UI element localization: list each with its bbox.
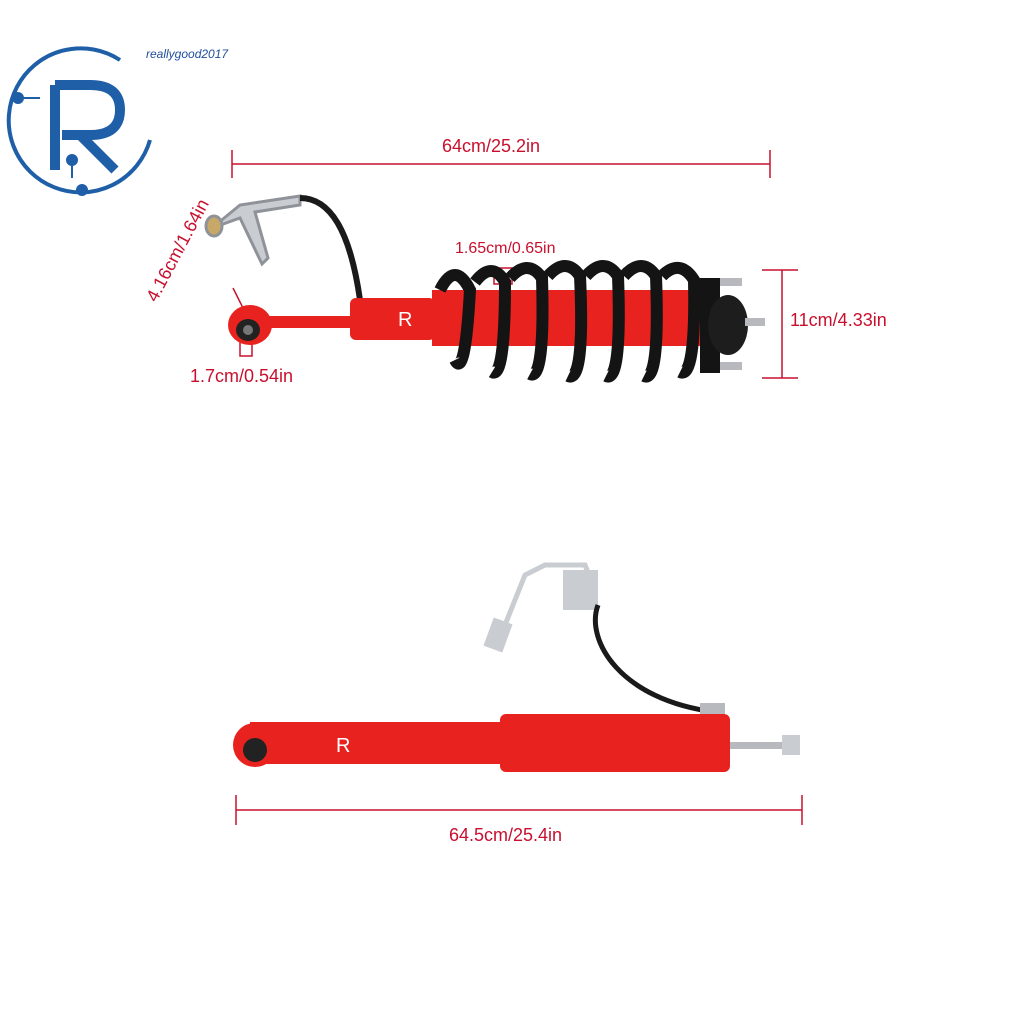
- front-overall-length-label: 64cm/25.2in: [442, 136, 541, 156]
- brand-logo: R: [6, 46, 152, 196]
- front-coil-gap-label: 1.65cm/0.65in: [455, 240, 556, 257]
- coil-spring: [434, 260, 701, 383]
- shock-badge: R: [336, 735, 350, 757]
- strut-badge: R: [398, 309, 412, 331]
- rear-overall-length-label: 64.5cm/25.4in: [449, 825, 563, 845]
- front-bushing-width-label: 1.7cm/0.54in: [190, 366, 294, 386]
- front-diameter-label: 11cm/4.33in: [790, 310, 887, 330]
- seller-username: reallygood2017: [146, 47, 229, 61]
